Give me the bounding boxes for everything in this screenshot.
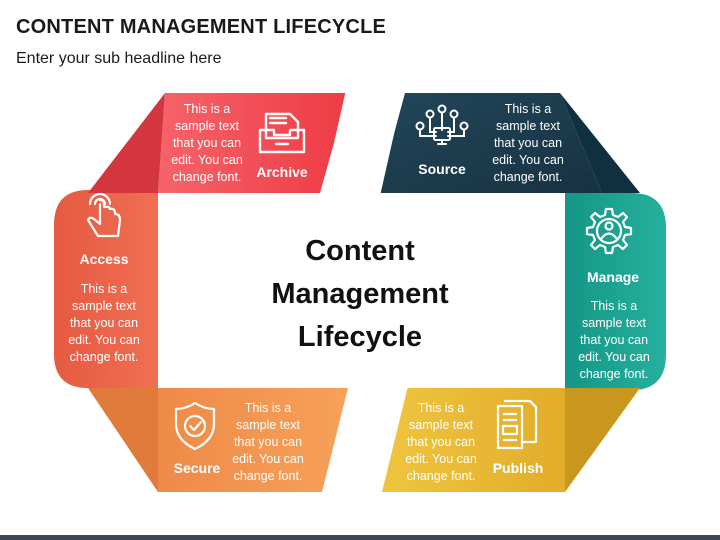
secure-text: This is a sample text that you can edit.… xyxy=(232,401,304,483)
archive-label: Archive xyxy=(256,164,308,180)
publish-label: Publish xyxy=(492,460,544,476)
center-title-line: Content xyxy=(305,235,415,267)
access-touch-icon xyxy=(80,186,128,247)
archive-icon xyxy=(256,104,308,161)
center-panel xyxy=(158,193,565,388)
source-text: This is a sample text that you can edit.… xyxy=(492,102,564,184)
secure-shield-icon xyxy=(172,400,218,457)
manage-label: Manage xyxy=(586,269,640,285)
bottom-bar xyxy=(0,535,720,540)
center-title-line: Management xyxy=(271,278,449,310)
secure-fold xyxy=(88,388,158,492)
source-network-icon xyxy=(414,104,470,155)
top-gap xyxy=(322,72,408,196)
access-label: Access xyxy=(79,251,129,267)
secure-segment xyxy=(158,388,348,492)
publish-document-icon xyxy=(494,398,540,457)
archive-text: This is a sample text that you can edit.… xyxy=(171,102,243,184)
bottom-gap xyxy=(322,386,408,500)
publish-fold xyxy=(565,388,640,492)
source-segment xyxy=(378,93,602,193)
publish-segment xyxy=(378,388,565,492)
archive-fold xyxy=(88,93,165,193)
secure-label: Secure xyxy=(173,460,221,476)
center-title-line: Lifecycle xyxy=(297,321,423,353)
page-title: CONTENT MANAGEMENT LIFECYCLE xyxy=(16,16,387,38)
publish-text: This is a sample text that you can edit.… xyxy=(405,401,477,483)
manage-segment xyxy=(565,193,666,390)
archive-segment xyxy=(158,93,348,193)
center-title: Content Management Lifecycle xyxy=(230,230,490,359)
manage-text: This is a sample text that you can edit.… xyxy=(578,299,650,381)
page-subtitle: Enter your sub headline here xyxy=(16,50,222,67)
source-label: Source xyxy=(418,161,466,177)
access-text: This is a sample text that you can edit.… xyxy=(68,282,140,364)
access-segment xyxy=(54,190,158,388)
manage-gear-icon xyxy=(584,206,634,261)
source-fold xyxy=(560,93,640,193)
